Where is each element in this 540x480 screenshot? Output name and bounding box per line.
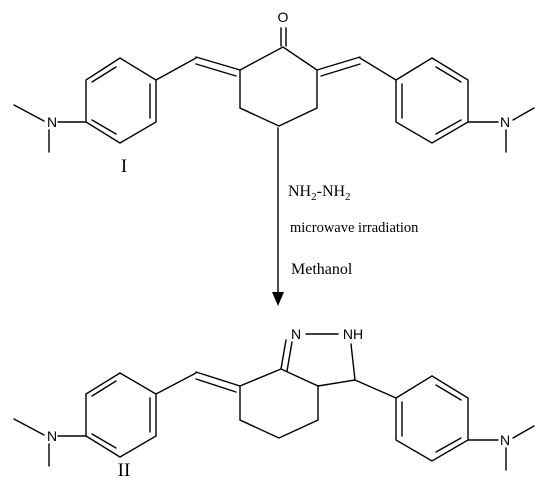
oxygen-atom: O	[278, 9, 289, 25]
nitrogen-atom-i-right: N	[500, 114, 510, 130]
reaction-arrow	[272, 127, 284, 306]
nitrogen-atom-ii-left: N	[47, 428, 57, 444]
reagent-hydrazine: NH2-NH2	[288, 183, 351, 203]
compound-i-structure: O N N	[13, 9, 535, 153]
nitrogen-atom-i-left: N	[47, 114, 57, 130]
compound-ii-structure: N NH N N	[13, 326, 535, 471]
condition-microwave: microwave irradiation	[290, 220, 419, 236]
nitrogen-atom-ii-right: N	[500, 432, 510, 448]
solvent-methanol: Methanol	[291, 261, 353, 278]
nh-group: NH	[343, 326, 363, 342]
compound-ii-label: II	[118, 460, 131, 480]
nitrogen-atom-ring: N	[291, 326, 301, 342]
compound-i-label: I	[121, 156, 127, 177]
